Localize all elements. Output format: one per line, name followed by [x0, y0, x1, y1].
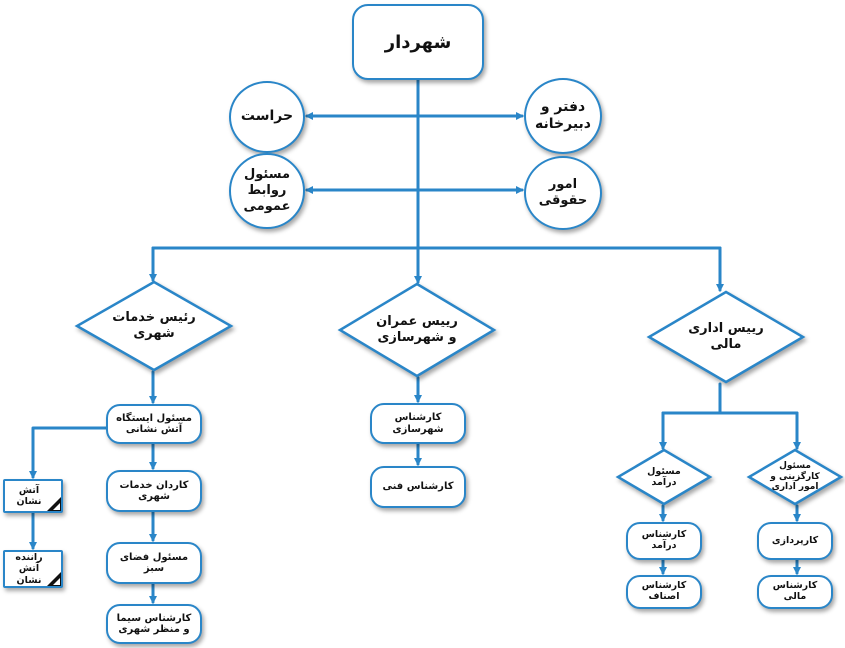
arrow-to-firefighter: [29, 426, 108, 479]
firefighter-label: آتش نشان: [16, 484, 42, 507]
mayor-box: شهردار: [352, 4, 484, 80]
guild-expert-box: کارشناس اصناف: [626, 575, 702, 609]
diamond-shape: [746, 448, 844, 506]
income-expert-box: کارشناس درآمد: [626, 522, 702, 560]
services-head-diamond: رئیس خدمات شهری: [74, 280, 234, 372]
diamond-shape: [615, 448, 713, 506]
services-head-label: رئیس خدمات شهری: [112, 310, 196, 341]
fire-station-box: مسئول ایستگاه آتش نشانی: [106, 404, 202, 444]
diamond-shape: [646, 290, 806, 384]
tech-expert-box: کارشناس فنی: [370, 466, 466, 508]
admin-branch-line: [661, 382, 799, 415]
diamond-shape: [337, 282, 497, 378]
firefighter-box: آتش نشان: [3, 479, 63, 513]
public-relations-circle: مسئول روابط عمومی: [229, 153, 305, 229]
fire-driver-label: راننده آتش نشان: [15, 551, 43, 586]
income-head-label: مسئول درآمد: [647, 465, 681, 488]
services-staff-box: کاردان خدمات شهری: [106, 470, 202, 512]
herasat-circle: حراست: [229, 81, 305, 153]
urban-expert-box: کارشناس شهرسازی: [370, 403, 466, 444]
landscape-box: کارشناس سیما و منظر شهری: [106, 604, 202, 644]
fire-driver-box: راننده آتش نشان: [3, 550, 63, 588]
civil-head-label: رییس عمران و شهرسازی: [376, 314, 458, 345]
finance-expert-box: کارشناس مالی: [757, 575, 833, 609]
income-head-diamond: مسئول درآمد: [615, 448, 713, 506]
payroll-box: کارپردازی: [757, 522, 833, 560]
civil-head-diamond: رییس عمران و شهرسازی: [337, 282, 497, 378]
green-space-box: مسئول فضای سبز: [106, 542, 202, 584]
admin-head-label: رییس اداری مالی: [688, 321, 764, 352]
hr-head-label: مسئول کارگزینی و امور اداری: [770, 460, 820, 493]
admin-head-diamond: رییس اداری مالی: [646, 290, 806, 384]
daftar-circle: دفتر و دبیرخانه: [524, 78, 602, 154]
legal-circle: امور حقوقی: [524, 156, 602, 230]
hr-head-diamond: مسئول کارگزینی و امور اداری: [746, 448, 844, 506]
diamond-shape: [74, 280, 234, 372]
